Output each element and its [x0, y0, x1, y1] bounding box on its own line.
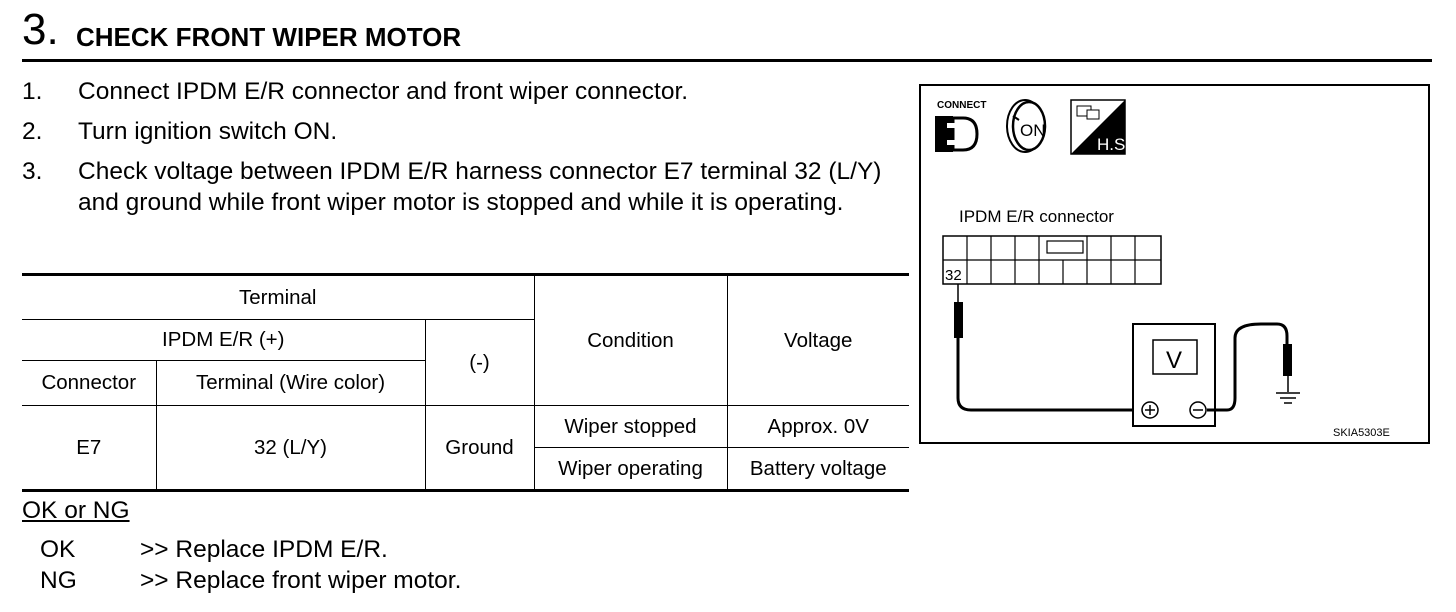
- step-text: Turn ignition switch ON.: [78, 118, 338, 145]
- table-row: E7 32 (L/Y) Ground Wiper stopped Approx.…: [22, 405, 909, 491]
- voltmeter-label: V: [1166, 347, 1182, 374]
- ignition-on-label: ON: [1020, 121, 1046, 140]
- procedure-step: 1. Connect IPDM E/R connector and front …: [22, 76, 902, 107]
- step-text: Connect IPDM E/R connector and front wip…: [78, 78, 689, 105]
- step-text: Check voltage between IPDM E/R harness c…: [78, 158, 882, 216]
- step-title: CHECK FRONT WIPER MOTOR: [76, 22, 462, 52]
- measurement-diagram: CONNECT ON H.S. IPDM E/R connector: [919, 84, 1430, 444]
- voltmeter: V: [1132, 323, 1216, 427]
- ignition-on-icon: ON: [1006, 99, 1047, 153]
- positive-header: IPDM E/R (+): [22, 319, 426, 361]
- voltage-cell: Approx. 0V: [726, 405, 909, 448]
- step-number: 3.: [22, 5, 59, 54]
- terminal-32-label: 32: [945, 267, 962, 284]
- ground-cell: Ground: [424, 405, 535, 491]
- step-header: 3. CHECK FRONT WIPER MOTOR: [22, 6, 1432, 62]
- ng-action: >> Replace front wiper motor.: [140, 567, 462, 594]
- ipdm-connector-label: IPDM E/R connector: [959, 207, 1114, 226]
- procedure-step: 2. Turn ignition switch ON.: [22, 116, 902, 147]
- condition-cell: Wiper stopped: [533, 405, 728, 448]
- table-row: Wiper operating Battery voltage: [22, 447, 909, 491]
- procedure-steps: 1. Connect IPDM E/R connector and front …: [22, 76, 902, 227]
- ipdm-connector: 32: [942, 235, 1162, 285]
- ground-icon: [1276, 392, 1300, 404]
- ok-ng-heading: OK or NG: [22, 497, 130, 524]
- connector-connect-icon: CONNECT: [935, 100, 986, 152]
- figure-code: SKIA5303E: [1333, 427, 1390, 439]
- connect-label: CONNECT: [937, 100, 986, 111]
- diagram-drawing: CONNECT ON H.S. IPDM E/R connector: [935, 99, 1390, 439]
- connector-cell: E7: [22, 405, 157, 491]
- condition-cell: Wiper operating: [534, 447, 728, 491]
- condition-header: Condition: [533, 274, 728, 406]
- voltage-header: Voltage: [726, 274, 909, 406]
- voltage-cell: Battery voltage: [726, 447, 909, 491]
- ok-result: OK >> Replace IPDM E/R.: [40, 535, 388, 565]
- step-index: 3.: [22, 158, 43, 185]
- ground-lead: [1207, 322, 1292, 412]
- terminal-wire-header: Terminal (Wire color): [155, 360, 425, 406]
- harness-side-icon: H.S.: [1070, 99, 1130, 155]
- negative-header: (-): [424, 319, 534, 406]
- probe-lead: [954, 284, 1139, 412]
- step-index: 2.: [22, 118, 43, 145]
- procedure-step: 3. Check voltage between IPDM E/R harnes…: [22, 156, 902, 218]
- hs-label: H.S.: [1097, 135, 1130, 154]
- terminal-cell: 32 (L/Y): [155, 405, 426, 491]
- ng-label: NG: [40, 567, 77, 594]
- connector-header: Connector: [22, 360, 157, 406]
- ng-result: NG >> Replace front wiper motor.: [40, 566, 461, 596]
- terminal-header: Terminal: [22, 274, 535, 320]
- ok-label: OK: [40, 536, 76, 563]
- step-index: 1.: [22, 78, 43, 105]
- ok-action: >> Replace IPDM E/R.: [140, 536, 388, 563]
- voltage-spec-table: Terminal Condition Voltage IPDM E/R (+) …: [22, 273, 909, 492]
